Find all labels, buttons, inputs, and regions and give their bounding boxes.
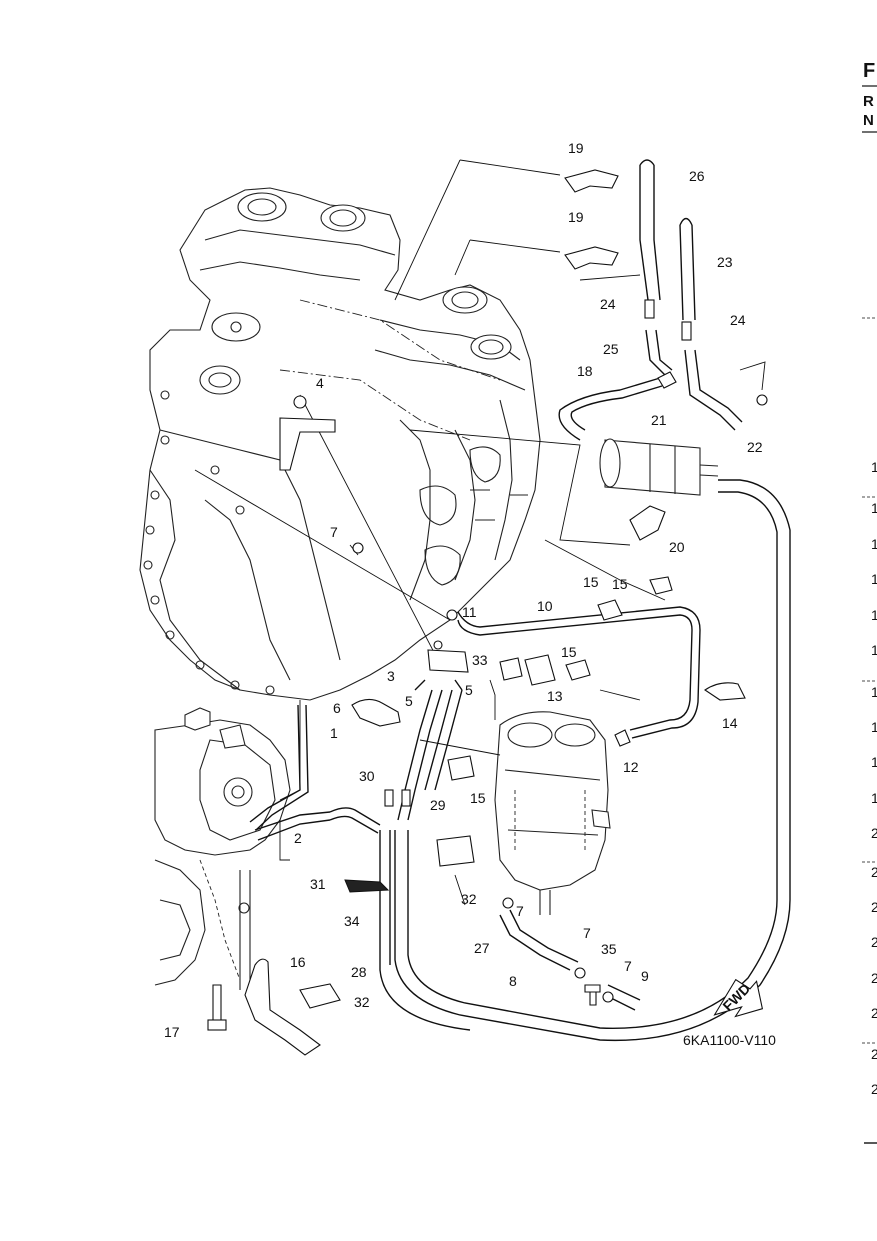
margin-num: 2	[871, 1046, 877, 1062]
margin-num: 1	[871, 754, 877, 770]
callout-15: 15	[612, 576, 628, 592]
margin-num: 2	[871, 899, 877, 915]
callout-10: 10	[537, 598, 553, 614]
callout-21: 21	[651, 412, 667, 428]
right-margin: F R N 1 1 1 1 1 1 1 1 1 1 2 2 2 2 2 2 2 …	[862, 60, 877, 1144]
callout-13: 13	[547, 688, 563, 704]
callout-3: 3	[387, 668, 395, 684]
parts	[207, 169, 768, 1056]
callout-4: 4	[316, 375, 324, 391]
callout-24: 24	[730, 312, 746, 328]
callout-24: 24	[600, 296, 616, 312]
callout-7: 7	[624, 958, 632, 974]
callout-26: 26	[689, 168, 705, 184]
vapor-separator-drawing	[494, 711, 611, 915]
callout-15: 15	[583, 574, 599, 590]
callout-14: 14	[722, 715, 738, 731]
port-bosses	[199, 192, 512, 395]
callout-27: 27	[474, 940, 490, 956]
callout-8: 8	[509, 973, 517, 989]
callout-2: 2	[294, 830, 302, 846]
callout-9: 9	[641, 968, 649, 984]
fwd-arrow: FWD	[713, 978, 764, 1018]
callout-33: 33	[472, 652, 488, 668]
margin-num: 1	[871, 642, 877, 658]
callout-11: 11	[462, 604, 477, 620]
margin-num: 1	[871, 500, 877, 516]
margin-num: 2	[871, 1081, 877, 1097]
callout-5: 5	[405, 693, 413, 709]
margin-num: 2	[871, 970, 877, 986]
callout-1: 1	[330, 725, 338, 741]
margin-letter-r: R	[863, 93, 874, 110]
callout-6: 6	[333, 700, 341, 716]
callout-32: 32	[354, 994, 370, 1010]
callout-15: 15	[470, 790, 486, 806]
callout-25: 25	[603, 341, 619, 357]
callout-23: 23	[717, 254, 733, 270]
callout-19: 19	[568, 140, 584, 156]
clamp-19-lower	[564, 246, 619, 270]
margin-num: 1	[871, 536, 877, 552]
margin-num: 1	[871, 459, 877, 475]
callout-17: 17	[164, 1024, 180, 1040]
margin-num: 1	[871, 571, 877, 587]
margin-letter-n: N	[863, 112, 874, 129]
callout-29: 29	[430, 797, 446, 813]
callout-28: 28	[351, 964, 367, 980]
clamp-19-upper	[564, 169, 619, 193]
margin-num: 1	[871, 790, 877, 806]
margin-num: 2	[871, 825, 877, 841]
callout-22: 22	[747, 439, 763, 455]
engine-block-drawing	[139, 187, 541, 701]
callout-30: 30	[359, 768, 375, 784]
callout-31: 31	[310, 876, 326, 892]
fuel-filter-drawing	[599, 438, 719, 496]
margin-num: 1	[871, 684, 877, 700]
margin-num: 2	[871, 934, 877, 950]
callout-5: 5	[465, 682, 473, 698]
margin-num: 1	[871, 607, 877, 623]
callout-32: 32	[461, 891, 477, 907]
leader-lines	[194, 159, 766, 906]
margin-num: 2	[871, 864, 877, 880]
margin-num: 1	[871, 719, 877, 735]
callout-12: 12	[623, 759, 639, 775]
callout-7: 7	[583, 925, 591, 941]
callout-labels: 1 2 3 4 5 5 6 7 7 7 7 8 9 10 11 12 13 14…	[164, 140, 763, 1040]
callout-35: 35	[601, 941, 617, 957]
callout-15: 15	[561, 644, 577, 660]
throttle-body-drawing	[154, 707, 291, 990]
margin-letter-f: F	[863, 60, 875, 82]
margin-num: 2	[871, 1005, 877, 1021]
callout-7: 7	[330, 524, 338, 540]
drawing-code: 6KA1100-V110	[683, 1032, 776, 1048]
callout-20: 20	[669, 539, 685, 555]
callout-18: 18	[577, 363, 593, 379]
callout-34: 34	[344, 913, 360, 929]
gasket-bolts	[143, 390, 275, 695]
callout-16: 16	[290, 954, 306, 970]
callout-7: 7	[516, 903, 524, 919]
callout-19: 19	[568, 209, 584, 225]
